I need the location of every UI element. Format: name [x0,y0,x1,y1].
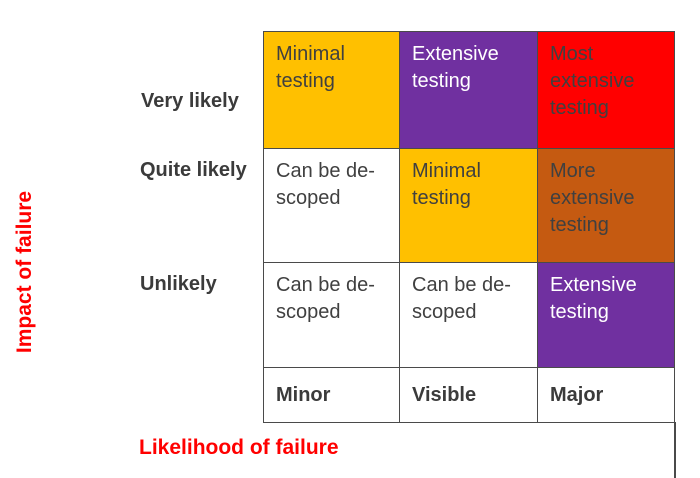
column-label-visible: Visible [400,368,538,423]
row-label-unlikely: Unlikely [140,273,217,295]
x-axis-label: Likelihood of failure [139,436,339,459]
row-label-very-likely: Very likely [141,90,239,112]
column-label-minor: Minor [264,368,400,423]
cell-unlikely-visible: Can be de- scoped [400,263,538,368]
cell-unlikely-minor: Can be de- scoped [264,263,400,368]
column-label-major: Major [538,368,675,423]
cell-very-likely-visible: Extensive testing [400,32,538,149]
cell-quite-likely-visible: Minimal testing [400,149,538,263]
cell-quite-likely-minor: Can be de- scoped [264,149,400,263]
cell-very-likely-minor: Minimal testing [264,32,400,149]
cell-unlikely-major: Extensive testing [538,263,675,368]
row-label-quite-likely: Quite likely [140,159,247,181]
cell-quite-likely-major: More extensive testing [538,149,675,263]
matrix-grid: Minimal testing Extensive testing Most e… [263,31,675,423]
cell-very-likely-major: Most extensive testing [538,32,675,149]
y-axis-label: Impact of failure [13,190,36,354]
grid-right-extension-line [674,422,676,478]
